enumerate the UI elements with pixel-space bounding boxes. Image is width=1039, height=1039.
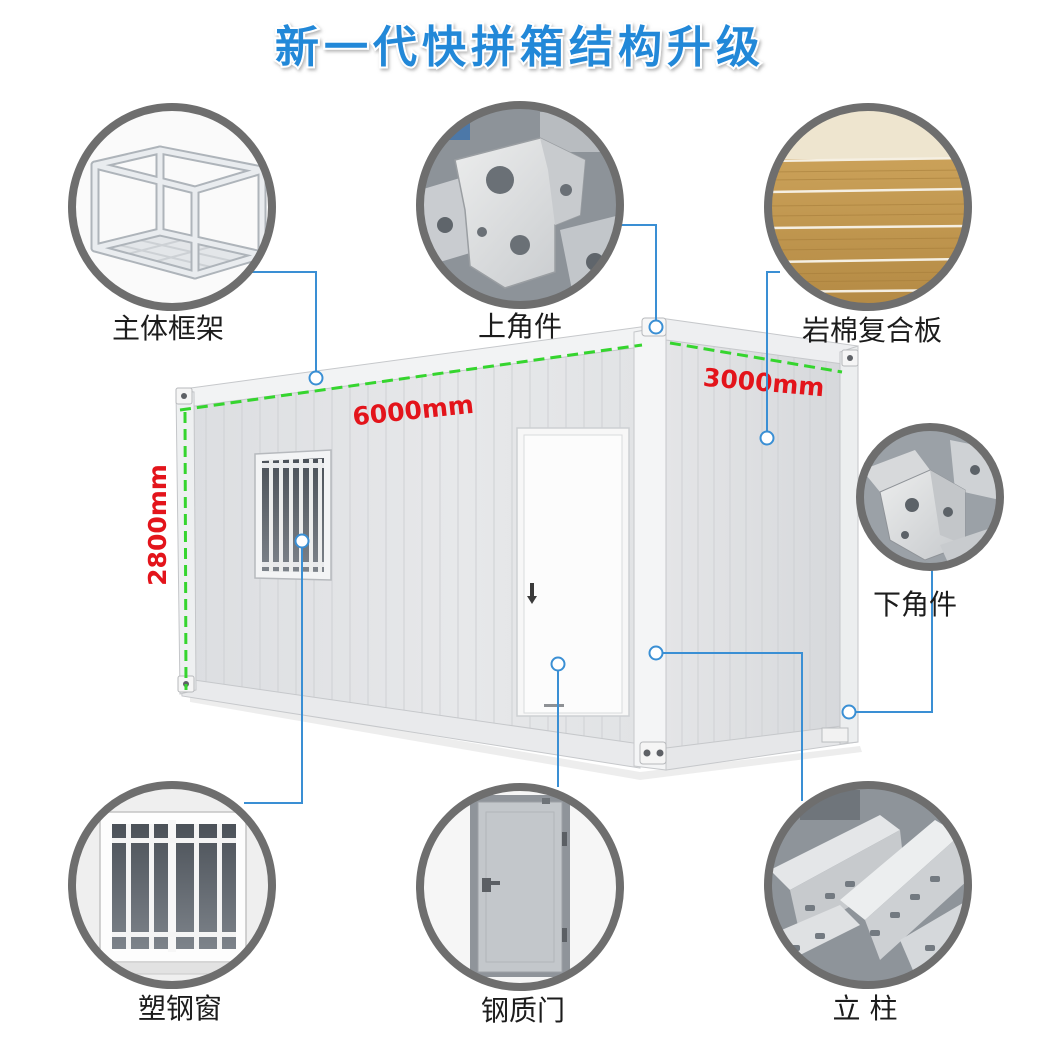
marker-window xyxy=(294,533,310,549)
column-callout: 立 柱 xyxy=(764,781,972,1025)
bottom-corner-callout: 下角件 xyxy=(856,423,1004,621)
connector-column xyxy=(663,652,803,801)
door-callout: 钢质门 xyxy=(416,783,624,1027)
connector-window xyxy=(244,548,303,804)
column-label: 立 柱 xyxy=(833,992,898,1025)
top-corner-fitting-photo xyxy=(420,105,620,305)
marker-rock-wool-panel xyxy=(759,430,775,446)
top-corner-label: 上角件 xyxy=(478,310,562,343)
door-label: 钢质门 xyxy=(481,994,565,1027)
bottom-corner-circle xyxy=(856,423,1004,571)
rock-wool-panel-circle xyxy=(764,103,972,311)
steel-door-photo xyxy=(420,787,620,987)
wall-door xyxy=(516,427,630,717)
plastic-steel-window-photo xyxy=(72,785,272,985)
rock-wool-panel-callout: 岩棉复合板 xyxy=(764,103,972,347)
column-circle xyxy=(764,781,972,989)
connector-bottom-corner xyxy=(856,567,933,713)
wall-window xyxy=(254,449,332,581)
marker-top-corner xyxy=(648,319,664,335)
height-dimension: 2800mm xyxy=(143,464,172,586)
top-corner-circle xyxy=(416,101,624,309)
side-wall xyxy=(666,340,846,752)
near-corner-post xyxy=(633,325,667,771)
door-handle xyxy=(530,583,534,599)
far-corner-post xyxy=(839,345,859,745)
marker-bottom-corner xyxy=(841,704,857,720)
ground-bracket xyxy=(821,727,849,743)
height-dimension-line xyxy=(183,411,188,691)
marker-door xyxy=(550,656,566,672)
rock-wool-panel-label: 岩棉复合板 xyxy=(802,314,942,347)
dimension-annotations: 6000mm 3000mm 2800mm xyxy=(143,341,843,691)
window-circle xyxy=(68,781,276,989)
marker-column xyxy=(648,645,664,661)
page-title: 新一代快拼箱结构升级 xyxy=(275,22,765,73)
main-frame-label: 主体框架 xyxy=(112,312,224,345)
width-dimension-line xyxy=(669,341,843,374)
connector-top-corner xyxy=(612,224,657,320)
window-label: 塑钢窗 xyxy=(138,992,222,1025)
column-photo xyxy=(768,785,968,985)
connector-main-frame xyxy=(248,271,317,371)
main-frame-circle xyxy=(68,103,276,311)
side-wall-seams xyxy=(681,342,827,750)
top-corner-callout: 上角件 xyxy=(416,101,624,343)
connector-rock-wool-panel xyxy=(766,271,780,431)
window-callout: 塑钢窗 xyxy=(68,781,276,1025)
main-frame-callout: 主体框架 xyxy=(68,103,276,345)
callout-connectors xyxy=(244,224,933,804)
length-dimension-line xyxy=(179,343,643,412)
bottom-corner-label: 下角件 xyxy=(873,588,957,621)
door-circle xyxy=(416,783,624,991)
marker-main-frame xyxy=(308,370,324,386)
